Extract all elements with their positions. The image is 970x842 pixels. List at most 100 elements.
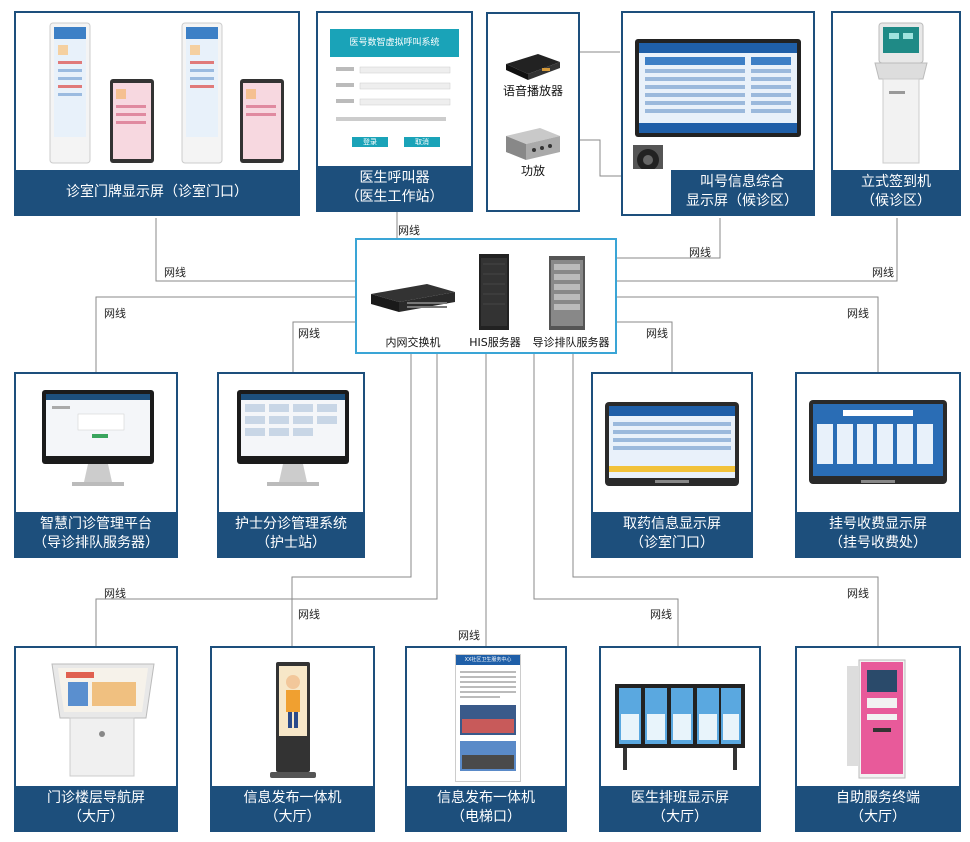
pharmacy-display-image (605, 402, 739, 486)
cancel-button[interactable]: 取消 (404, 137, 440, 147)
elevator-poster: XX社区卫生服务中心 (413, 654, 559, 786)
caption-line2: （大厅） (652, 809, 708, 825)
wire-bot-4 (533, 354, 679, 646)
registration-display-image (809, 400, 947, 484)
wire-mid-4 (617, 296, 879, 372)
screen-title: 医号数智虚拟呼叫系统 (330, 29, 459, 57)
device-doctor-schedule: 医生排班显示屏 （大厅） (599, 646, 761, 832)
self-service-image (847, 659, 906, 779)
caption-line2: （电梯口） (451, 809, 521, 825)
wire-label: 网线 (398, 224, 420, 237)
device-nurse-triage-system: 护士分诊管理系统 （护士站） (217, 372, 365, 558)
switch-icon (371, 284, 455, 312)
caption-line1: 叫号信息综合 (700, 174, 784, 190)
wire-top-3 (617, 218, 721, 259)
device-floor-navigation: 门诊楼层导航屏 （大厅） (14, 646, 178, 832)
queue-display-image (633, 39, 801, 169)
device-caption: 立式签到机 （候诊区） (833, 170, 959, 214)
caption-line1: 门诊楼层导航屏 (47, 790, 145, 806)
wire-bot-5 (572, 354, 879, 646)
poster-title: XX社区卫生服务中心 (456, 655, 520, 665)
wire-mid-2 (292, 321, 355, 372)
caption-line2: （候诊区） (861, 193, 931, 209)
device-caption: 挂号收费显示屏 （挂号收费处） (797, 512, 959, 556)
caption-line1: 医生排班显示屏 (631, 790, 729, 806)
door-display-image (49, 22, 284, 164)
wire-label: 网线 (847, 307, 869, 320)
wire-label: 网线 (689, 246, 711, 259)
device-caption: 自助服务终端 （大厅） (797, 786, 959, 830)
device-queue-display: 叫号信息综合 显示屏（候诊区） (621, 11, 815, 216)
caption-line2: （医生工作站） (345, 189, 444, 205)
caption-line1: 诊室门牌显示屏（诊室门口） (66, 183, 248, 200)
device-caption: 护士分诊管理系统 （护士站） (219, 512, 363, 556)
device-caption: 医生排班显示屏 （大厅） (601, 786, 759, 830)
device-self-service-terminal: 自助服务终端 （大厅） (795, 646, 961, 832)
device-caption: 医生呼叫器 （医生工作站） (318, 166, 471, 210)
caption-line1: 信息发布一体机 (243, 790, 342, 806)
device-caption: 信息发布一体机 （大厅） (212, 786, 373, 830)
floor-nav-image (51, 663, 155, 777)
device-info-kiosk-elevator: XX社区卫生服务中心 信息发布一体机 （电梯口） (405, 646, 567, 832)
doctor-caller-screen: 医号数智虚拟呼叫系统 登录 取消 (324, 19, 465, 169)
wire-label: 网线 (298, 327, 320, 340)
caption-line1: 立式签到机 (861, 174, 931, 190)
network-hub: 内网交换机 HIS服务器 导诊排队服务器 (355, 238, 617, 354)
wire-label: 网线 (847, 587, 869, 600)
caption-line2: 显示屏（候诊区） (686, 193, 798, 209)
caption-line1: 自助服务终端 (836, 790, 920, 806)
caption-line2: （导诊排队服务器） (33, 535, 159, 551)
device-caption: 信息发布一体机 （电梯口） (407, 786, 565, 830)
device-caption: 门诊楼层导航屏 （大厅） (16, 786, 176, 830)
device-doctor-caller: 医号数智虚拟呼叫系统 登录 取消 医生呼叫器 （医生工作站） (316, 11, 473, 212)
caption-line1: 挂号收费显示屏 (829, 516, 927, 532)
switch-label: 内网交换机 (385, 336, 441, 349)
wire-label: 网线 (646, 327, 668, 340)
wire-label: 网线 (298, 608, 320, 621)
wire-bot-2 (291, 354, 412, 646)
device-caption: 取药信息显示屏 （诊室门口） (593, 512, 751, 556)
amplifier-label: 功放 (520, 164, 545, 178)
wire-label: 网线 (458, 629, 480, 642)
queue-server-label: 导诊排队服务器 (532, 336, 610, 349)
info-kiosk-image (270, 662, 316, 778)
caption-line2: （大厅） (850, 809, 906, 825)
checkin-kiosk-image (874, 22, 928, 164)
caption-line1: 智慧门诊管理平台 (40, 516, 152, 532)
caption-line1: 取药信息显示屏 (623, 516, 721, 532)
wire-top-1 (155, 218, 355, 282)
wire-top-4 (617, 218, 898, 282)
his-server-icon (479, 254, 509, 330)
voice-player-icon (506, 54, 560, 80)
wire-mid-1 (95, 296, 355, 372)
monitor-image (237, 390, 349, 486)
device-registration-display: 挂号收费显示屏 （挂号收费处） (795, 372, 961, 558)
caption-line1: 护士分诊管理系统 (235, 516, 347, 532)
caption-line2: （大厅） (264, 809, 321, 825)
amplifier-icon (506, 128, 560, 160)
device-door-display: 诊室门牌显示屏（诊室门口） (14, 11, 300, 216)
wire-label: 网线 (104, 587, 126, 600)
wire-audio-2 (580, 139, 634, 177)
schedule-display-image (615, 684, 745, 770)
monitor-image (42, 390, 154, 486)
device-caption: 智慧门诊管理平台 （导诊排队服务器） (16, 512, 176, 556)
device-smart-clinic-platform: 智慧门诊管理平台 （导诊排队服务器） (14, 372, 178, 558)
wire-label: 网线 (104, 307, 126, 320)
caption-line2: （大厅） (68, 809, 124, 825)
poster-content (460, 671, 516, 771)
device-pharmacy-display: 取药信息显示屏 （诊室门口） (591, 372, 753, 558)
device-caption: 诊室门牌显示屏（诊室门口） (16, 170, 298, 214)
voice-player-label: 语音播放器 (502, 84, 563, 98)
login-button[interactable]: 登录 (352, 137, 388, 147)
wire-label: 网线 (164, 266, 186, 279)
device-info-kiosk-hall: 信息发布一体机 （大厅） (210, 646, 375, 832)
wire-label: 网线 (650, 608, 672, 621)
device-caption: 叫号信息综合 显示屏（候诊区） (671, 170, 813, 214)
wire-mid-3 (617, 321, 673, 372)
caption-line1: 信息发布一体机 (437, 790, 535, 806)
wire-bot-1 (95, 354, 438, 646)
audio-equipment-box: 语音播放器 功放 (486, 12, 580, 212)
his-server-label: HIS服务器 (469, 336, 521, 349)
